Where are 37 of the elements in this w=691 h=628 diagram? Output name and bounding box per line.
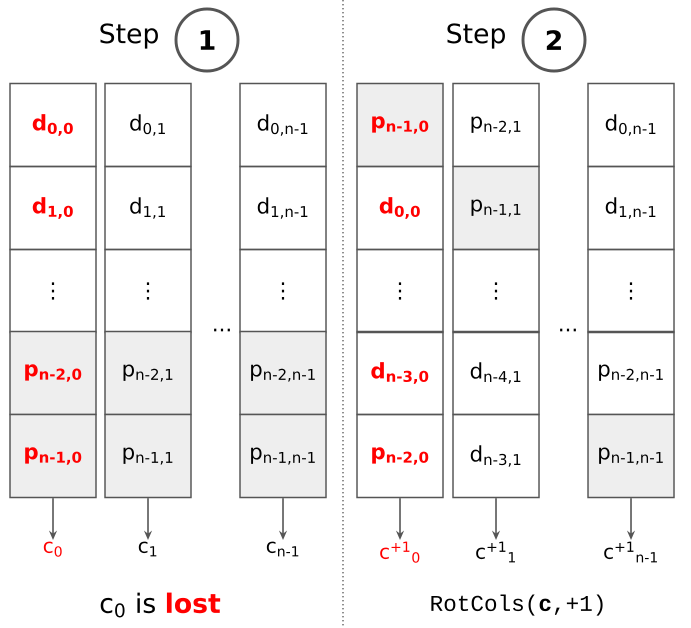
column-output-label: c$_{0}$ (44, 542, 62, 557)
matrix-cell: d$_{0,0}$ (356, 166, 444, 250)
matrix-cell: ⋮ (356, 248, 444, 334)
matrix-cell: ⋮ (587, 248, 675, 334)
matrix-cell: d$_{n-4,1}$ (452, 330, 540, 416)
matrix-cell: ⋮ (452, 248, 540, 334)
column-output-label: c$^{+1}$n-1 (604, 542, 657, 562)
matrix-cell: p$_{n-2,0}$ (9, 330, 97, 416)
caption: c$_{0}$ is lost (100, 592, 220, 618)
matrix-cell: d$_{0,0}$ (9, 82, 97, 168)
matrix-cell: d$_{1,n-1}$ (239, 166, 327, 250)
matrix-cell: d$_{0,1}$ (104, 82, 192, 168)
matrix-cell: d$_{0,n-1}$ (239, 82, 327, 168)
ellipsis: ... (214, 328, 230, 332)
caption: RotCols(c,+1) (431, 594, 603, 616)
column-output-label: c$_{1}$ (138, 542, 156, 556)
ellipsis: ... (560, 328, 576, 332)
matrix-cell: d$_{0,n-1}$ (587, 82, 675, 168)
matrix-cell: p$_{n-2,1}$ (104, 330, 192, 416)
step-label: Step (100, 23, 158, 49)
column-output-label: c$_{n-1}$ (266, 542, 298, 556)
matrix-cell: p$_{n-1,0}$ (356, 82, 444, 168)
matrix-cell: d$_{n-3,1}$ (452, 414, 540, 498)
matrix-cell: p$_{n-1,1}$ (104, 414, 192, 498)
matrix-cell: d$_{1,n-1}$ (587, 166, 675, 250)
matrix-cell: p$_{n-2,0}$ (356, 414, 444, 498)
matrix-cell: d$_{1,1}$ (104, 166, 192, 250)
matrix-cell: d$_{1,0}$ (9, 166, 97, 250)
matrix-cell: p$_{n-2,n-1}$ (239, 330, 327, 416)
matrix-cell: p$_{n-1,1}$ (452, 166, 540, 250)
matrix-cell: p$_{n-1,n-1}$ (239, 414, 327, 498)
matrix-cell: p$_{n-1,n-1}$ (587, 414, 675, 498)
step-label: Step (447, 23, 505, 49)
column-output-label: c$^{+1}$1 (476, 542, 515, 562)
matrix-cell: p$_{n-1,0}$ (9, 414, 97, 498)
matrix-cell: d$_{n-3,0}$ (356, 330, 444, 416)
column-output-label: c$^{+1}$0 (380, 542, 420, 563)
